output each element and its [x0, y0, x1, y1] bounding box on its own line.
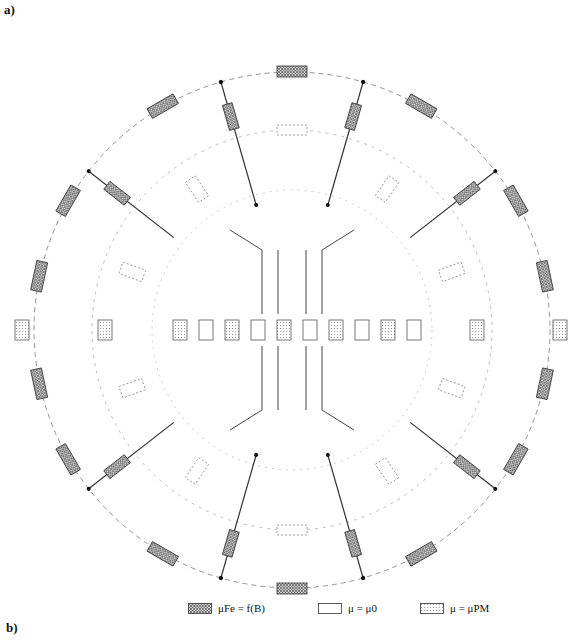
legend-item: μFe = f(B) — [188, 602, 265, 614]
panel-label: a) — [4, 2, 15, 18]
legend-text: μFe = f(B) — [218, 602, 265, 614]
legend-text: μ = μPM — [450, 602, 489, 614]
legend-swatch — [318, 603, 342, 614]
legend-item: μ = μPM — [420, 602, 489, 614]
panel-label: b) — [6, 620, 18, 636]
legend-swatch — [188, 603, 212, 614]
legend-text: μ = μ0 — [348, 602, 377, 614]
legend-item: μ = μ0 — [318, 602, 377, 614]
legend-swatch — [420, 603, 444, 614]
